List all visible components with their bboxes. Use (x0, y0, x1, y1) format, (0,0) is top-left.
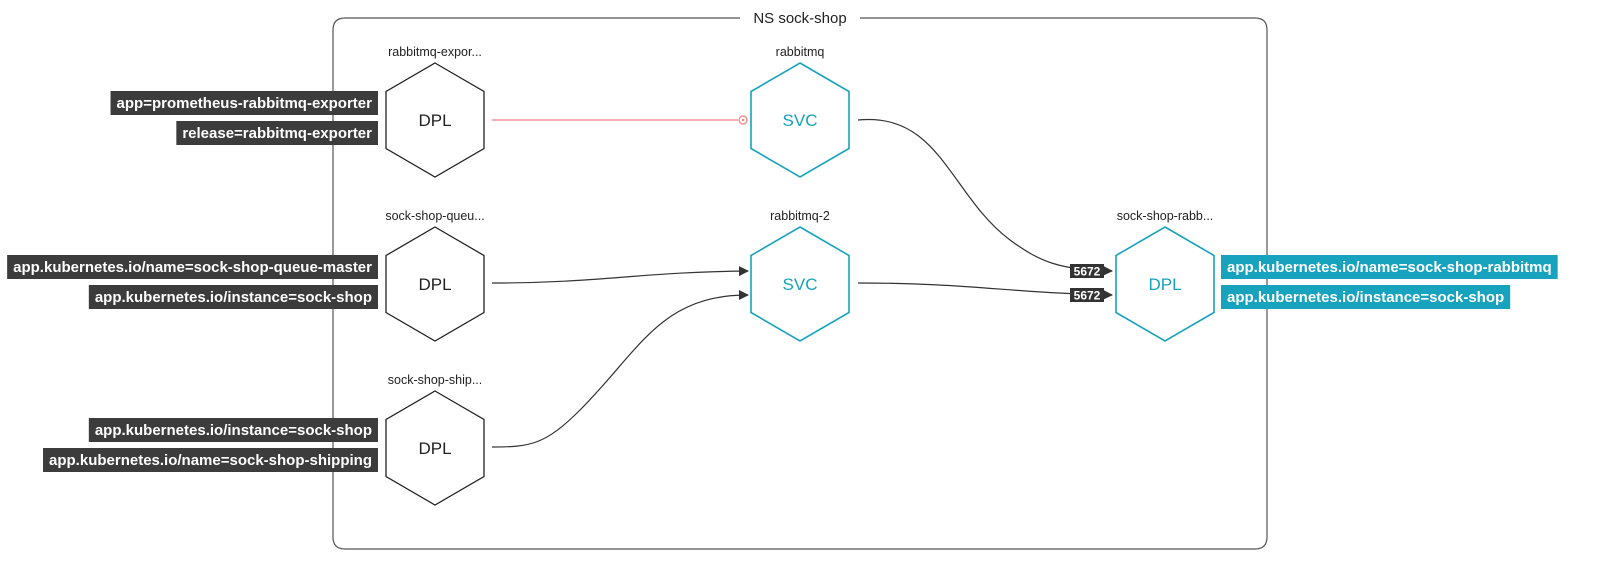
label-tag-bg (1221, 285, 1511, 309)
node-kind: DPL (418, 439, 451, 458)
label-tag-bg (1221, 255, 1558, 279)
label-tags: app=prometheus-rabbitmq-exporter release… (7, 91, 1558, 472)
label-tag-text: app=prometheus-rabbitmq-exporter (117, 95, 373, 112)
node-rabbitmq-exporter[interactable]: rabbitmq-expor... DPL (385, 45, 485, 178)
label-tag-bg (7, 255, 378, 279)
node-sock-shop-rabbitmq[interactable]: sock-shop-rabb... DPL (1115, 209, 1215, 342)
label-tag-bg (88, 418, 378, 442)
label-tag-text: app.kubernetes.io/instance=sock-shop (1227, 289, 1504, 306)
edge-error-dot-icon (741, 118, 745, 122)
node-name: rabbitmq (776, 45, 825, 59)
edge-line (491, 290, 749, 448)
node-name: sock-shop-rabb... (1117, 209, 1214, 223)
label-tag-bg (43, 448, 378, 472)
edge-line (857, 118, 1113, 276)
label-tag[interactable]: app.kubernetes.io/instance=sock-shop (88, 285, 378, 309)
node-name: sock-shop-ship... (388, 373, 482, 387)
label-tag-bg (176, 121, 378, 145)
label-tag-text: release=rabbitmq-exporter (182, 125, 372, 142)
edges: 5672 5672 (491, 115, 1113, 448)
label-tag[interactable]: app.kubernetes.io/instance=sock-shop (88, 418, 378, 442)
deployment-hexagon-icon (385, 390, 485, 506)
deployment-hexagon-icon (1115, 226, 1215, 342)
edge-sock-shop-shipping-to-rabbitmq-2[interactable] (491, 290, 749, 448)
edge-rabbitmq-exporter-to-rabbitmq[interactable] (492, 115, 748, 125)
namespace-border (332, 17, 1268, 550)
namespace-title: NS sock-shop (753, 10, 846, 27)
deployment-hexagon-icon (385, 62, 485, 178)
label-tag[interactable]: release=rabbitmq-exporter (176, 121, 378, 145)
service-hexagon-icon (750, 226, 850, 342)
node-kind: DPL (1148, 275, 1181, 294)
port-badge-label: 5672 (1074, 289, 1101, 303)
node-rabbitmq[interactable]: rabbitmq SVC (750, 45, 850, 178)
node-kind: DPL (418, 275, 451, 294)
node-name: sock-shop-queu... (385, 209, 484, 223)
deployment-hexagon-icon (385, 226, 485, 342)
nodes: rabbitmq-expor... DPL rabbitmq SVC sock-… (385, 45, 1215, 506)
label-tag[interactable]: app=prometheus-rabbitmq-exporter (110, 91, 378, 115)
label-tag-text: app.kubernetes.io/name=sock-shop-queue-m… (13, 259, 372, 276)
label-tag-text: app.kubernetes.io/name=sock-shop-shippin… (49, 452, 372, 469)
edge-line (491, 266, 749, 284)
label-tag-selected[interactable]: app.kubernetes.io/instance=sock-shop (1221, 285, 1511, 309)
label-tag-bg (88, 285, 378, 309)
port-badge (1070, 288, 1104, 302)
edge-rabbitmq-2-to-sock-shop-rabbitmq[interactable]: 5672 (857, 282, 1113, 303)
node-sock-shop-shipping[interactable]: sock-shop-ship... DPL (385, 373, 485, 506)
node-kind: SVC (783, 275, 818, 294)
label-tag-text: app.kubernetes.io/instance=sock-shop (95, 422, 372, 439)
label-tag-selected[interactable]: app.kubernetes.io/name=sock-shop-rabbitm… (1221, 255, 1558, 279)
edge-rabbitmq-to-sock-shop-rabbitmq[interactable]: 5672 (857, 118, 1113, 279)
label-tag[interactable]: app.kubernetes.io/name=sock-shop-shippin… (43, 448, 378, 472)
node-name: rabbitmq-2 (770, 209, 830, 223)
port-badge (1070, 264, 1104, 278)
node-name: rabbitmq-expor... (388, 45, 482, 59)
edge-sock-shop-queue-master-to-rabbitmq-2[interactable] (491, 266, 749, 284)
node-kind: SVC (783, 111, 818, 130)
namespace-box[interactable]: NS sock-shop (332, 10, 1268, 550)
node-kind: DPL (418, 111, 451, 130)
service-hexagon-icon (750, 62, 850, 178)
port-badge-label: 5672 (1074, 265, 1101, 279)
label-tag-text: app.kubernetes.io/name=sock-shop-rabbitm… (1227, 259, 1552, 276)
label-tag-bg (110, 91, 378, 115)
node-sock-shop-queue-master[interactable]: sock-shop-queu... DPL (385, 209, 485, 342)
label-tag-text: app.kubernetes.io/instance=sock-shop (95, 289, 372, 306)
label-tag[interactable]: app.kubernetes.io/name=sock-shop-queue-m… (7, 255, 378, 279)
node-rabbitmq-2[interactable]: rabbitmq-2 SVC (750, 209, 850, 342)
